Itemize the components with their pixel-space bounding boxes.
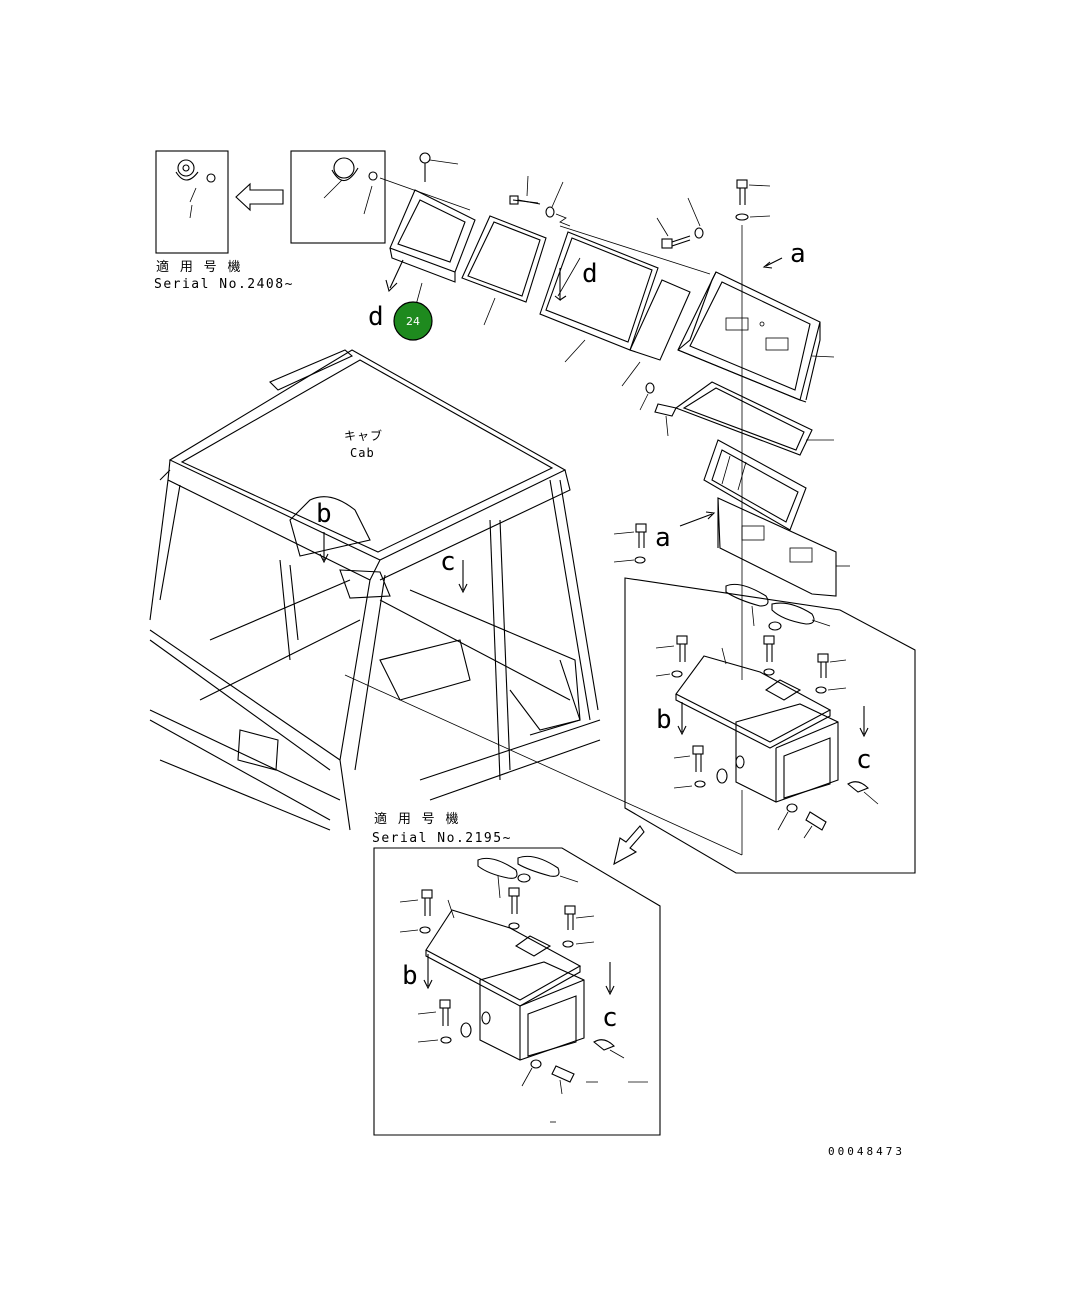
bolt-mid-left — [613, 523, 647, 564]
bolts-right-detail — [655, 635, 847, 694]
label-plate — [654, 403, 677, 437]
grommet — [639, 382, 655, 411]
arrow-c-cab-icon — [458, 560, 468, 594]
letter-b-detail2: b — [402, 961, 418, 991]
arrow-b-detail2-icon — [423, 954, 433, 990]
arrow-left-icon — [235, 182, 284, 212]
gasket-sheet — [674, 381, 834, 456]
letter-b-detail: b — [656, 705, 672, 735]
arrow-c-detail2-icon — [605, 962, 615, 996]
junction-box-right — [735, 703, 839, 803]
clip-right — [847, 781, 879, 805]
letter-c-detail2: c — [602, 1003, 618, 1033]
meter-housing — [677, 271, 835, 403]
callout-number: 24 — [406, 315, 420, 328]
clip-bottom — [593, 1039, 625, 1059]
arrow-a-mid-icon — [679, 511, 716, 527]
letter-b-cab: b — [316, 499, 332, 529]
letter-c-cab: c — [440, 547, 456, 577]
o-rings-right — [725, 583, 831, 631]
bracket-plate-right — [675, 647, 832, 749]
callout-24[interactable]: 24 — [393, 301, 433, 341]
detail-frame-right — [344, 577, 916, 874]
arrow-a-top-icon — [762, 257, 783, 269]
bracket-plate-bottom — [425, 899, 582, 1007]
bolt-right — [559, 197, 711, 275]
arrow-down-left-icon — [613, 825, 645, 866]
arrow-c-detail-icon — [859, 706, 869, 738]
serial-top-jp: 適 用 号 機 — [156, 259, 242, 275]
inset-serial-2408 — [155, 150, 229, 254]
cab-label-jp: キャブ — [344, 428, 383, 443]
letter-d-panel: d — [582, 259, 598, 289]
serial-top: Serial No.2408~ — [154, 277, 294, 292]
letter-d-left: d — [368, 302, 384, 332]
letter-a-mid: a — [655, 523, 671, 553]
bracket-frame — [703, 439, 807, 531]
small-parts-bottom — [417, 999, 648, 1123]
junction-box-bottom — [479, 961, 585, 1061]
serial-bottom: Serial No.2195~ — [372, 831, 512, 846]
screw-panel — [509, 175, 571, 227]
cab-label: Cab — [350, 446, 375, 460]
arrow-b-cab-icon — [319, 532, 329, 564]
cover-frame — [379, 177, 476, 306]
detail-frame-bottom — [373, 847, 661, 1136]
bracket-base — [717, 497, 850, 597]
o-rings-bottom — [477, 855, 579, 899]
letter-c-detail: c — [856, 745, 872, 775]
glass-panel — [461, 215, 547, 326]
arrow-b-detail-icon — [677, 702, 687, 736]
small-parts-right — [673, 745, 827, 839]
cover-screw — [419, 152, 459, 182]
seal-panel — [621, 279, 691, 387]
bolts-bottom-detail — [399, 887, 595, 948]
inset-original-part — [290, 150, 386, 244]
document-number: 00048473 — [828, 1145, 905, 1158]
cab-structure — [149, 349, 601, 831]
serial-bottom-jp: 適 用 号 機 — [374, 811, 460, 827]
letter-a-top: a — [790, 239, 806, 269]
arrow-d-icon — [385, 259, 404, 293]
